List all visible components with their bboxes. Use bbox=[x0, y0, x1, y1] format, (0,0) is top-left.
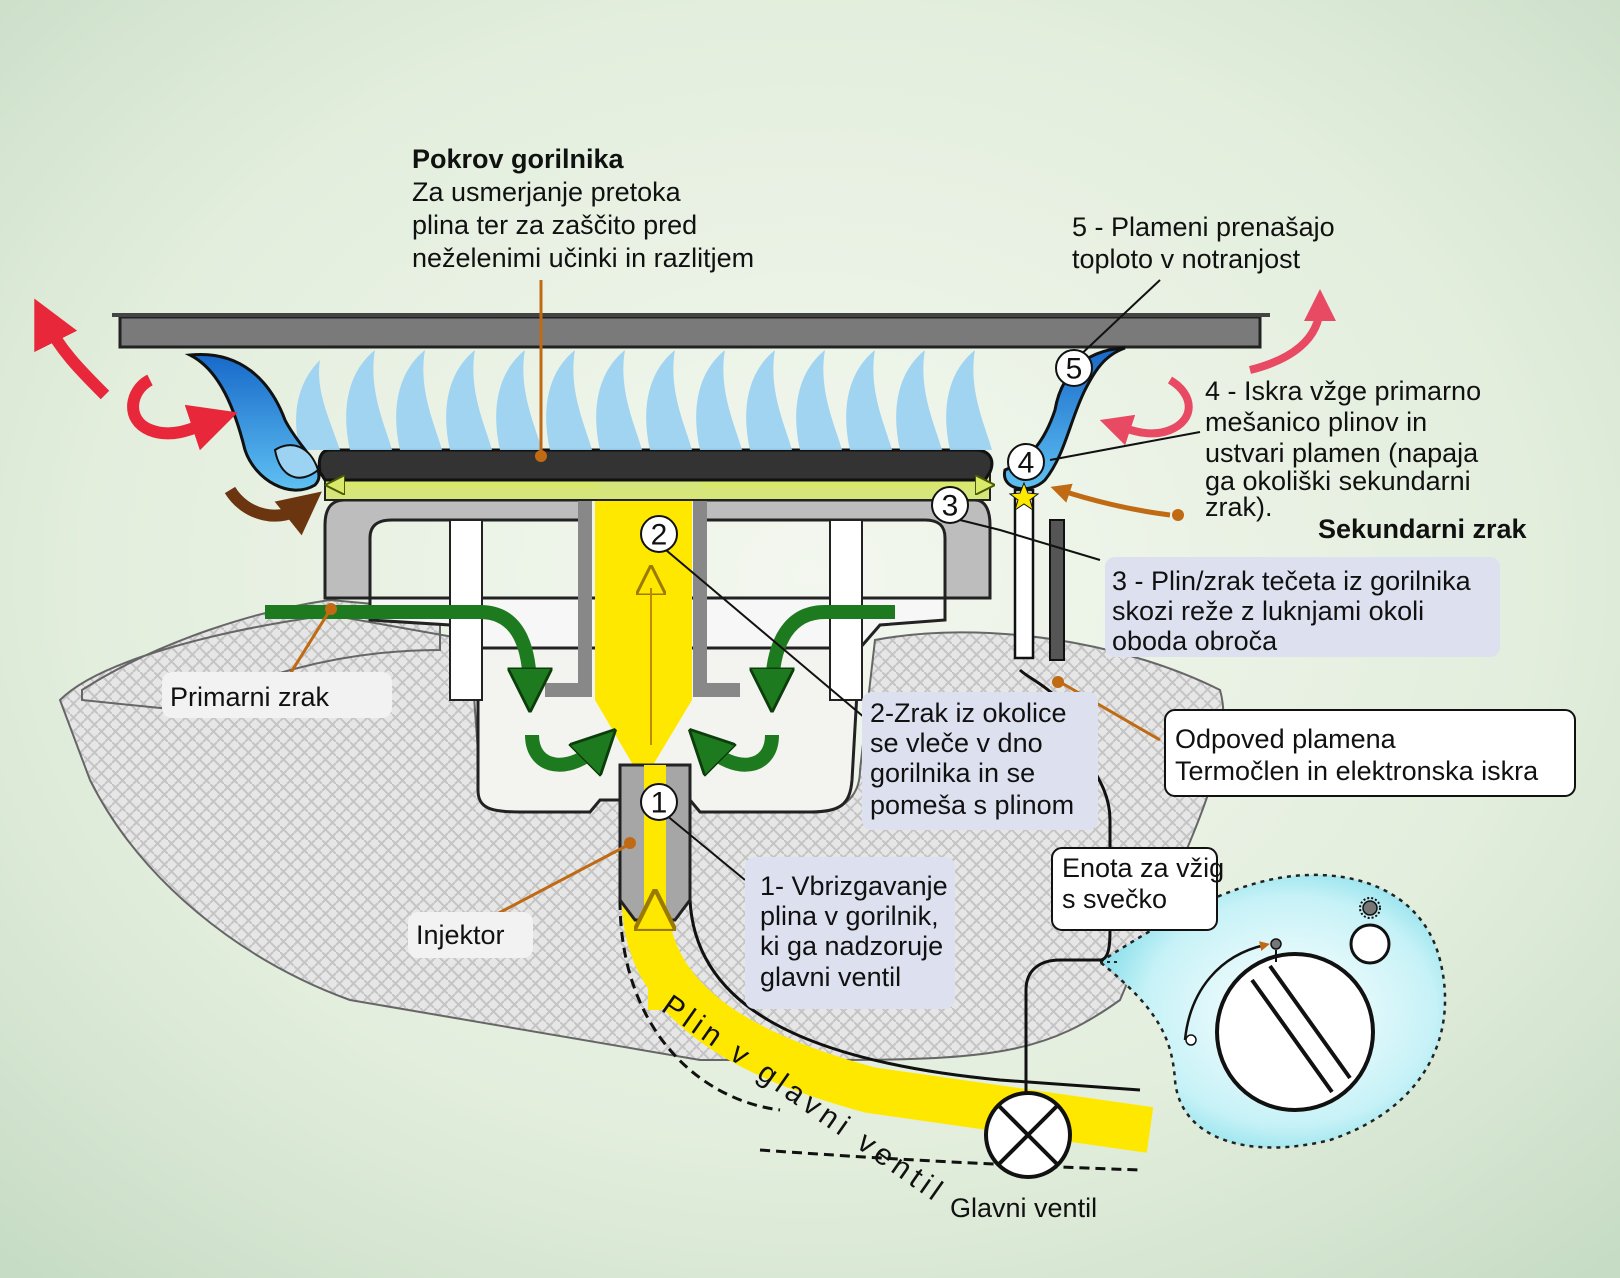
primary-air-arrow-right bbox=[772, 605, 895, 690]
step1-line3: ki ga nadzoruje bbox=[760, 931, 943, 961]
cap-title: Pokrov gorilnika bbox=[412, 144, 625, 174]
flame-row bbox=[296, 350, 992, 450]
step3-line2: skozi reže z luknjami okoli bbox=[1112, 596, 1424, 626]
step4-line5: zrak). bbox=[1205, 492, 1273, 522]
ignition-line2: s svečko bbox=[1062, 884, 1167, 914]
step1-box bbox=[745, 857, 955, 1009]
step4-line4: ga okoliški sekundarni bbox=[1205, 466, 1471, 496]
step2-line2: se vleče v dno bbox=[870, 728, 1043, 758]
primary-air-curl-left bbox=[525, 735, 600, 765]
venturi-right-wall bbox=[693, 480, 740, 697]
marker-1: 1 bbox=[640, 783, 678, 821]
knob-icon[interactable] bbox=[1183, 938, 1375, 1112]
ignition-box bbox=[1051, 847, 1218, 931]
primary-air-curl-right bbox=[705, 735, 779, 765]
step2-box bbox=[862, 692, 1098, 830]
svg-text:2: 2 bbox=[651, 519, 668, 552]
svg-text:5: 5 bbox=[1066, 353, 1083, 386]
step4-line2: mešanico plinov in bbox=[1205, 407, 1427, 437]
hot-air-arrow-right-top bbox=[1249, 289, 1336, 374]
step1-line4: glavni ventil bbox=[760, 962, 901, 992]
ignition-line1: Enota za vžig bbox=[1062, 853, 1224, 883]
marker-2: 2 bbox=[640, 515, 678, 553]
step4-line1: 4 - Iskra vžge primarno bbox=[1205, 376, 1481, 406]
secondary-air-arrow-right bbox=[1050, 483, 1171, 518]
step3-box bbox=[1105, 557, 1500, 657]
step2-line3: gorilnika in se bbox=[870, 758, 1035, 788]
svg-text:3: 3 bbox=[942, 490, 959, 523]
gas-pipe-outline-a bbox=[618, 899, 781, 1112]
venturi-left-wall bbox=[545, 480, 592, 697]
step4-line3: ustvari plamen (napaja bbox=[1205, 438, 1479, 468]
flame-failure-box bbox=[1164, 709, 1576, 797]
pot-bottom bbox=[118, 315, 1262, 349]
cap-line1: Za usmerjanje pretoka bbox=[412, 177, 682, 207]
spark-electrode bbox=[1013, 488, 1035, 660]
primary-air-label: Primarni zrak bbox=[170, 682, 330, 712]
ignition-button-icon[interactable] bbox=[1349, 897, 1391, 965]
svg-text:4: 4 bbox=[1018, 447, 1035, 480]
step2-line4: pomeša s plinom bbox=[870, 790, 1074, 820]
step5-line2: toploto v notranjost bbox=[1072, 244, 1301, 274]
hot-air-arrow-left-top bbox=[34, 298, 110, 400]
marker-3: 3 bbox=[931, 486, 969, 524]
leader-lines bbox=[278, 279, 1201, 917]
flame-failure-line1: Odpoved plamena bbox=[1175, 724, 1397, 754]
primary-air-box bbox=[162, 672, 392, 718]
secondary-air-arrow-left bbox=[224, 486, 322, 536]
cap-line2: plina ter za zaščito pred bbox=[412, 210, 697, 240]
main-valve-label: Glavni ventil bbox=[950, 1193, 1097, 1223]
secondary-air-label: Sekundarni zrak bbox=[1318, 514, 1528, 544]
step3-line1: 3 - Plin/zrak tečeta iz gorilnika bbox=[1112, 566, 1472, 596]
burner-cap bbox=[317, 448, 994, 482]
step1-line1: 1- Vbrizgavanje bbox=[760, 871, 948, 901]
step5-line1: 5 - Plameni prenašajo bbox=[1072, 212, 1335, 242]
injector-label: Injektor bbox=[416, 920, 505, 950]
main-valve-icon[interactable] bbox=[984, 1091, 1072, 1179]
hot-air-arrow-left-curl bbox=[127, 374, 238, 451]
step1-line2: plina v gorilnik, bbox=[760, 901, 939, 931]
gas-pipe-outline-c bbox=[759, 1148, 1141, 1172]
cap-line3: neželenimi učinki in razlitjem bbox=[412, 243, 754, 273]
step2-line1: 2-Zrak iz okolice bbox=[870, 698, 1067, 728]
svg-text:1: 1 bbox=[651, 787, 668, 820]
marker-4: 4 bbox=[1007, 443, 1045, 481]
left-flame-core bbox=[273, 444, 320, 479]
injector-box bbox=[408, 912, 533, 958]
marker-5: 5 bbox=[1055, 349, 1093, 387]
gas-pipe-outline-b bbox=[688, 899, 1141, 1092]
flame-failure-line2: Termočlen in elektronska iskra bbox=[1175, 756, 1539, 786]
spark-star-icon bbox=[1008, 481, 1040, 512]
primary-air-arrow-left bbox=[265, 605, 530, 690]
hot-air-arrow-right-curl bbox=[1099, 376, 1193, 446]
step3-line3: oboda obroča bbox=[1112, 626, 1278, 656]
thermocouple bbox=[1049, 519, 1065, 661]
